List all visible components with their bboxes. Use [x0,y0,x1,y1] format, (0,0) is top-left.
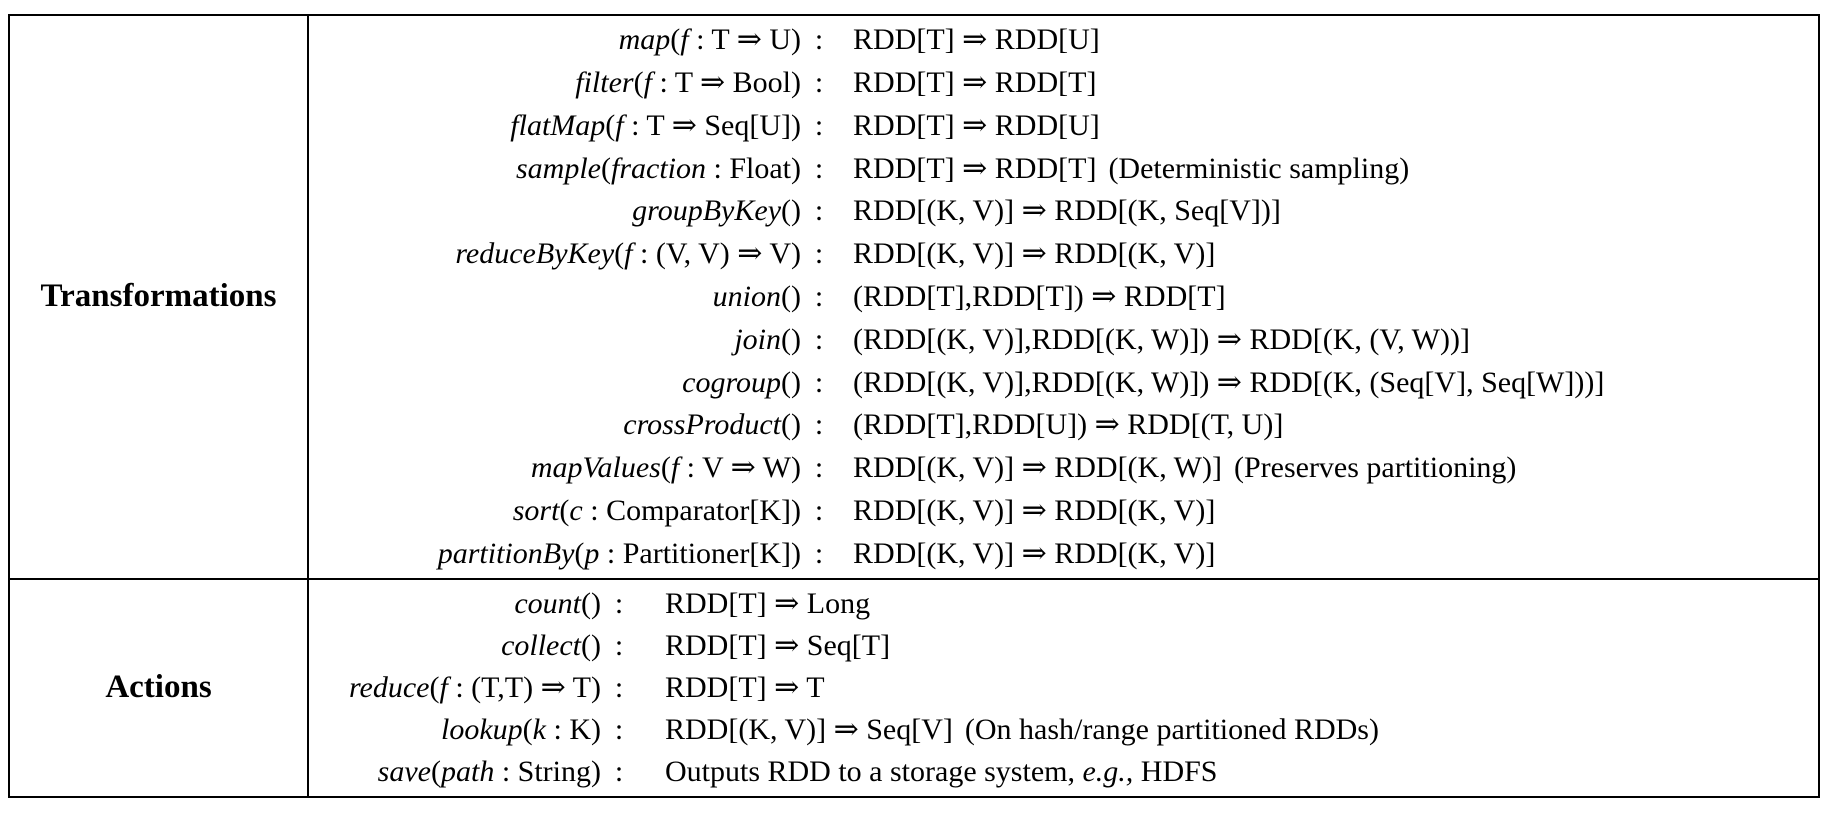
colon-separator: : [814,108,824,142]
operation-row: save(path : String): Outputs RDD to a sto… [309,751,1818,793]
operation-row: join(): (RDD[(K, V)],RDD[(K, W)]) ⇒ RDD[(… [309,318,1818,361]
operation-row: union(): (RDD[T],RDD[T]) ⇒ RDD[T] [309,276,1818,319]
colon-separator: : [814,237,824,271]
operations-table: Transformations map(f : T ⇒ U): RDD[T] ⇒ … [8,14,1820,798]
operation-row: partitionBy(p : Partitioner[K]): RDD[(K, … [309,532,1818,575]
colon-separator: : [814,365,824,399]
operation-signature: collect() [501,628,601,662]
operation-signature: reduceByKey(f : (V, V) ⇒ V) [455,237,801,271]
operation-result: RDD[T] ⇒ RDD[T] [853,66,1097,100]
colon-separator: : [814,322,824,356]
operation-row: groupByKey(): RDD[(K, V)] ⇒ RDD[(K, Seq[V… [309,190,1818,233]
colon-separator: : [814,194,824,228]
colon-separator: : [814,23,824,57]
operation-note: (Preserves partitioning) [1233,451,1517,485]
operation-signature: count() [514,586,601,620]
operation-signature: partitionBy(p : Partitioner[K]) [437,536,801,570]
operation-row: sort(c : Comparator[K]): RDD[(K, V)] ⇒ RD… [309,489,1818,532]
operation-row: cogroup(): (RDD[(K, V)],RDD[(K, W)]) ⇒ RD… [309,361,1818,404]
operation-signature: save(path : String) [377,754,601,788]
section-transformations: Transformations map(f : T ⇒ U): RDD[T] ⇒ … [10,16,1818,578]
colon-separator: : [814,451,824,485]
operation-result: RDD[(K, V)] ⇒ RDD[(K, Seq[V])] [853,194,1281,228]
operation-result: RDD[(K, V)] ⇒ RDD[(K, V)] [853,536,1216,570]
operation-row: count(): RDD[T] ⇒ Long [309,583,1818,625]
operation-signature: union() [712,279,801,313]
colon-separator: : [814,279,824,313]
operation-signature: crossProduct() [623,408,801,442]
colon-separator: : [614,670,624,704]
operation-signature: join() [734,322,801,356]
operation-signature: sort(c : Comparator[K]) [512,493,801,527]
operation-row: collect(): RDD[T] ⇒ Seq[T] [309,625,1818,667]
operation-result: (RDD[(K, V)],RDD[(K, W)]) ⇒ RDD[(K, (V, … [853,322,1470,356]
operation-signature: flatMap(f : T ⇒ Seq[U]) [510,108,801,142]
operation-result: RDD[(K, V)] ⇒ RDD[(K, V)] [853,493,1216,527]
colon-separator: : [814,493,824,527]
section-label-transformations: Transformations [10,16,309,578]
colon-separator: : [814,408,824,442]
operation-result: RDD[T] ⇒ Seq[T] [665,628,891,662]
operation-result: Outputs RDD to a storage system, e.g., H… [665,754,1218,788]
operation-result: RDD[T] ⇒ T [665,670,825,704]
actions-rows: count(): RDD[T] ⇒ Long collect(): RDD[T] ⇒ … [309,580,1818,796]
operation-result: RDD[T] ⇒ RDD[U] [853,23,1100,57]
operation-result: RDD[T] ⇒ RDD[T] [853,151,1097,185]
colon-separator: : [614,754,624,788]
colon-separator: : [814,536,824,570]
operation-row: filter(f : T ⇒ Bool): RDD[T] ⇒ RDD[T] [309,62,1818,105]
operation-result: (RDD[T],RDD[T]) ⇒ RDD[T] [853,279,1226,313]
operation-result: RDD[T] ⇒ Long [665,586,871,620]
operation-signature: lookup(k : K) [441,712,601,746]
operation-result: (RDD[(K, V)],RDD[(K, W)]) ⇒ RDD[(K, (Seq… [853,365,1605,399]
colon-separator: : [614,712,624,746]
operation-signature: mapValues(f : V ⇒ W) [530,451,801,485]
operation-signature: filter(f : T ⇒ Bool) [575,66,801,100]
operation-row: reduceByKey(f : (V, V) ⇒ V): RDD[(K, V)] … [309,233,1818,276]
colon-separator: : [814,151,824,185]
operation-row: sample(fraction : Float): RDD[T] ⇒ RDD[T]… [309,147,1818,190]
operation-note: (On hash/range partitioned RDDs) [964,712,1379,746]
transformations-rows: map(f : T ⇒ U):RDD[T] ⇒ RDD[U]filter(f :… [309,16,1818,578]
operation-result: RDD[T] ⇒ RDD[U] [853,108,1100,142]
colon-separator: : [814,66,824,100]
operation-row: reduce(f : (T,T) ⇒ T): RDD[T] ⇒ T [309,667,1818,709]
colon-separator: : [614,586,624,620]
operation-result: RDD[(K, V)] ⇒ Seq[V] [665,712,953,746]
operation-note: (Deterministic sampling) [1108,151,1410,185]
operation-result: (RDD[T],RDD[U]) ⇒ RDD[(T, U)] [853,408,1284,442]
section-label-actions: Actions [10,579,309,796]
operation-row: crossProduct(): (RDD[T],RDD[U]) ⇒ RDD[(T,… [309,404,1818,447]
operation-signature: sample(fraction : Float) [516,151,801,185]
operation-signature: groupByKey() [632,194,801,228]
operation-result: RDD[(K, V)] ⇒ RDD[(K, W)] [853,451,1222,485]
operation-row: map(f : T ⇒ U): RDD[T] ⇒ RDD[U] [309,19,1818,62]
operation-result: RDD[(K, V)] ⇒ RDD[(K, V)] [853,237,1216,271]
colon-separator: : [614,628,624,662]
operation-signature: map(f : T ⇒ U) [618,23,801,57]
operation-signature: reduce(f : (T,T) ⇒ T) [348,670,601,704]
operation-row: mapValues(f : V ⇒ W): RDD[(K, V)] ⇒ RDD[(… [309,447,1818,490]
operation-row: lookup(k : K): RDD[(K, V)] ⇒ Seq[V] (On ha… [309,709,1818,751]
operation-row: flatMap(f : T ⇒ Seq[U]): RDD[T] ⇒ RDD[U] [309,105,1818,148]
section-actions: Actions count(): RDD[T] ⇒ Long collect(): R… [10,577,1818,796]
operation-signature: cogroup() [682,365,801,399]
